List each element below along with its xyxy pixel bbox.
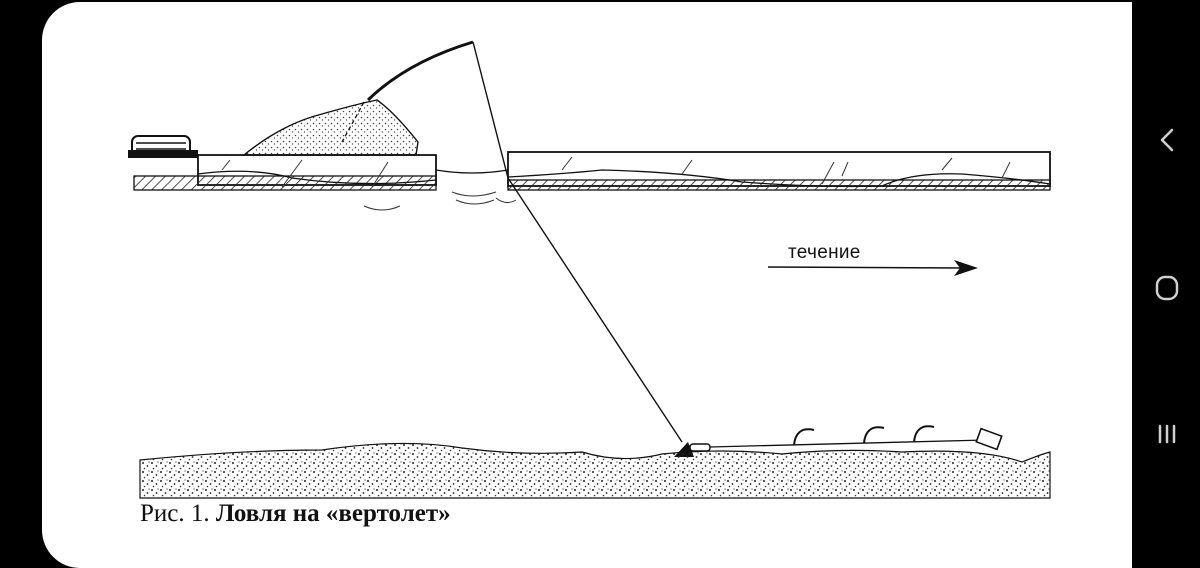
ice-right <box>507 151 1051 191</box>
river-bottom <box>139 442 1051 499</box>
rig <box>674 425 1003 457</box>
reel-icon <box>128 135 198 157</box>
fishing-line <box>472 41 683 443</box>
recents-icon[interactable] <box>1147 414 1187 454</box>
image-viewer: течение Рис. 1. Ловля на «вертолет» <box>42 2 1132 568</box>
ice-hole <box>363 169 517 211</box>
caption-title: Ловля на «вертолет» <box>215 500 451 527</box>
fishing-diagram <box>128 40 1051 499</box>
snow-mound <box>242 99 419 156</box>
flow-arrow <box>767 260 978 276</box>
ice-left <box>128 154 437 191</box>
figure-caption: Рис. 1. Ловля на «вертолет» <box>140 500 451 528</box>
fishing-rod <box>366 40 474 102</box>
home-icon[interactable] <box>1147 268 1187 308</box>
caption-prefix: Рис. 1. <box>140 500 210 527</box>
flow-label: течение <box>788 242 861 263</box>
system-nav-bar <box>1134 0 1200 568</box>
back-icon[interactable] <box>1147 120 1187 160</box>
